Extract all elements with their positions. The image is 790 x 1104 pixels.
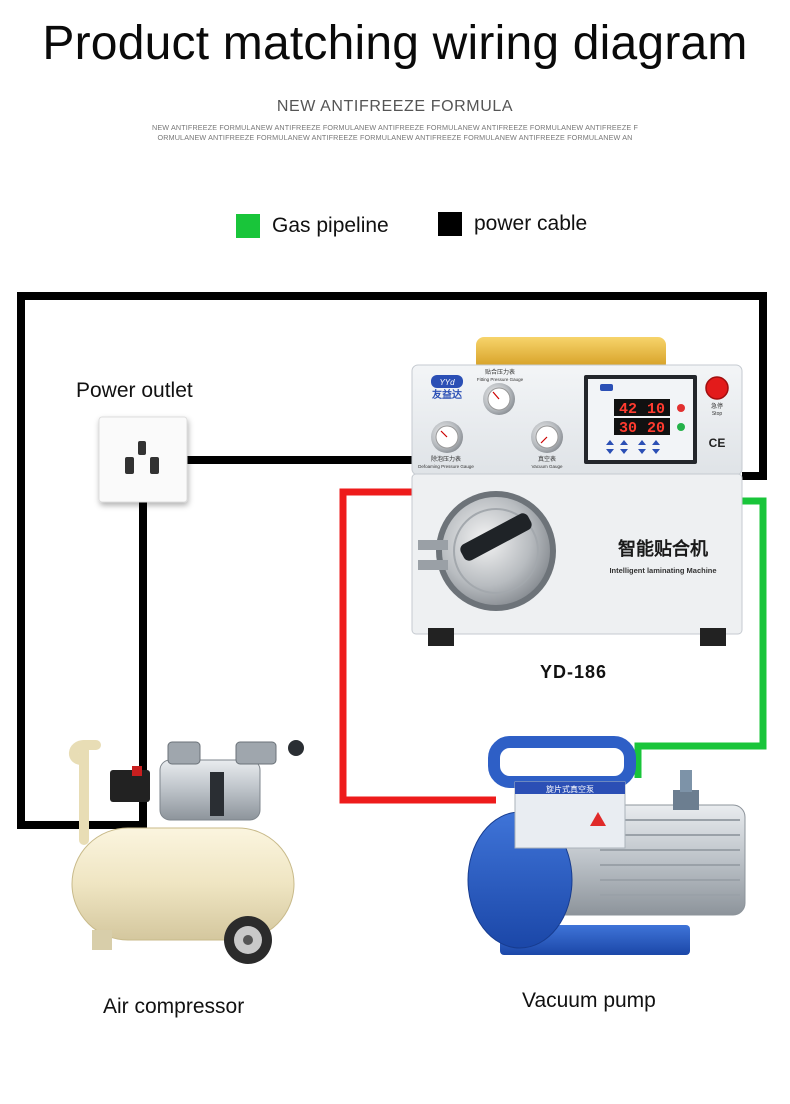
machine-name-zh: 智能贴合机 <box>618 538 708 560</box>
socket-pin-left <box>125 457 134 474</box>
machine-lid <box>476 337 666 371</box>
socket-pin-top <box>138 441 146 455</box>
page-title: Product matching wiring diagram <box>42 17 748 70</box>
gas-pipeline <box>634 497 767 778</box>
pressure-switch <box>110 770 150 802</box>
gauge-top-label-zh: 贴合压力表 <box>485 368 515 376</box>
vacuum-pump-label: Vacuum pump <box>522 989 656 1012</box>
gauge-left-label-zh: 除泡压力表 <box>431 455 461 463</box>
gauge-right-label-zh: 真空表 <box>538 455 556 463</box>
pump-nameplate-text: 旋片式真空泵 <box>546 784 594 794</box>
laminating-machine: YYd 友益达 贴合压力表 Fitting Pressure Gauge 除泡压… <box>411 337 743 646</box>
legend-label-gas-pipeline: Gas pipeline <box>272 214 389 237</box>
legend-label-power-cable: power cable <box>474 212 588 235</box>
ce-mark: CE <box>709 436 726 450</box>
gauge-right-label-en: Vacuum Gauge <box>532 464 563 469</box>
green-indicator-light <box>677 423 685 431</box>
vacuum-pump: 旋片式真空泵 <box>467 736 746 955</box>
legend-item-power-cable: power cable <box>438 210 587 238</box>
display-top-left: 42 <box>619 401 637 418</box>
power-outlet <box>98 416 188 503</box>
compressor-tank <box>71 827 295 941</box>
gauge-left-label-en: Defoaming Pressure Gauge <box>418 464 474 469</box>
subtitle: NEW ANTIFREEZE FORMULA <box>276 98 514 115</box>
red-indicator-light <box>677 404 685 412</box>
stop-label-en: Stop <box>712 411 723 417</box>
brand-name: 友益达 <box>432 388 462 401</box>
legend-item-gas-pipeline: Gas pipeline <box>236 212 389 240</box>
socket-pin-right <box>150 457 159 474</box>
display-top-right: 10 <box>647 401 665 418</box>
legend-swatch-green <box>236 214 260 238</box>
power-outlet-label: Power outlet <box>76 379 193 402</box>
brand-badge: YYd <box>439 378 455 387</box>
power-cable-outlet-to-compressor <box>17 292 767 829</box>
emergency-stop-button[interactable] <box>705 376 729 400</box>
stop-label-zh: 急停 <box>711 402 723 410</box>
machine-name-en: Intelligent laminating Machine <box>609 566 716 575</box>
air-compressor <box>69 740 304 964</box>
fine-print: NEW ANTIFREEZE FORMULANEW ANTIFREEZE FOR… <box>151 123 638 142</box>
pump-intake-port <box>680 770 692 792</box>
model-label: YD-186 <box>540 662 608 682</box>
legend-swatch-black <box>438 212 462 236</box>
display-arrow-buttons[interactable] <box>606 440 660 454</box>
pump-handle[interactable] <box>488 736 636 788</box>
display-bottom-right: 20 <box>647 420 665 437</box>
display-bottom-left: 30 <box>619 420 637 437</box>
air-compressor-label: Air compressor <box>103 995 245 1018</box>
vacuum-line <box>339 488 496 804</box>
door-handle[interactable] <box>458 511 534 563</box>
gauge-top-label-en: Fitting Pressure Gauge <box>477 377 524 382</box>
